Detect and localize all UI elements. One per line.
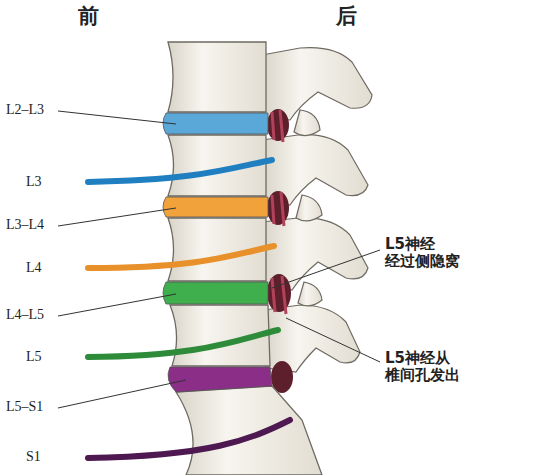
facet-joint <box>296 195 322 221</box>
leader-line <box>58 111 380 408</box>
nerve-label: S1 <box>26 449 41 465</box>
callout-text: L5神经从 椎间孔发出 <box>385 350 481 385</box>
facet-joint <box>294 110 320 136</box>
direction-label: 前 <box>78 4 99 28</box>
nerve-label: L3 <box>26 174 42 190</box>
nerve-label: L4 <box>26 260 42 276</box>
disc-label: L3–L4 <box>6 217 44 233</box>
disc-label: L5–S1 <box>6 399 43 415</box>
posterior-elements <box>262 48 372 372</box>
facet-joint <box>298 282 322 306</box>
callout-text: L5神经 经过侧隐窝 <box>385 236 481 271</box>
vertebral-body <box>168 42 322 475</box>
disc-label: L4–L5 <box>6 307 44 323</box>
spinal-nerve <box>88 160 290 458</box>
nerve-label: L5 <box>26 349 42 365</box>
disc-label: L2–L3 <box>6 102 44 118</box>
foramen <box>267 109 293 393</box>
sacrum <box>176 386 322 475</box>
direction-label: 后 <box>336 4 357 28</box>
